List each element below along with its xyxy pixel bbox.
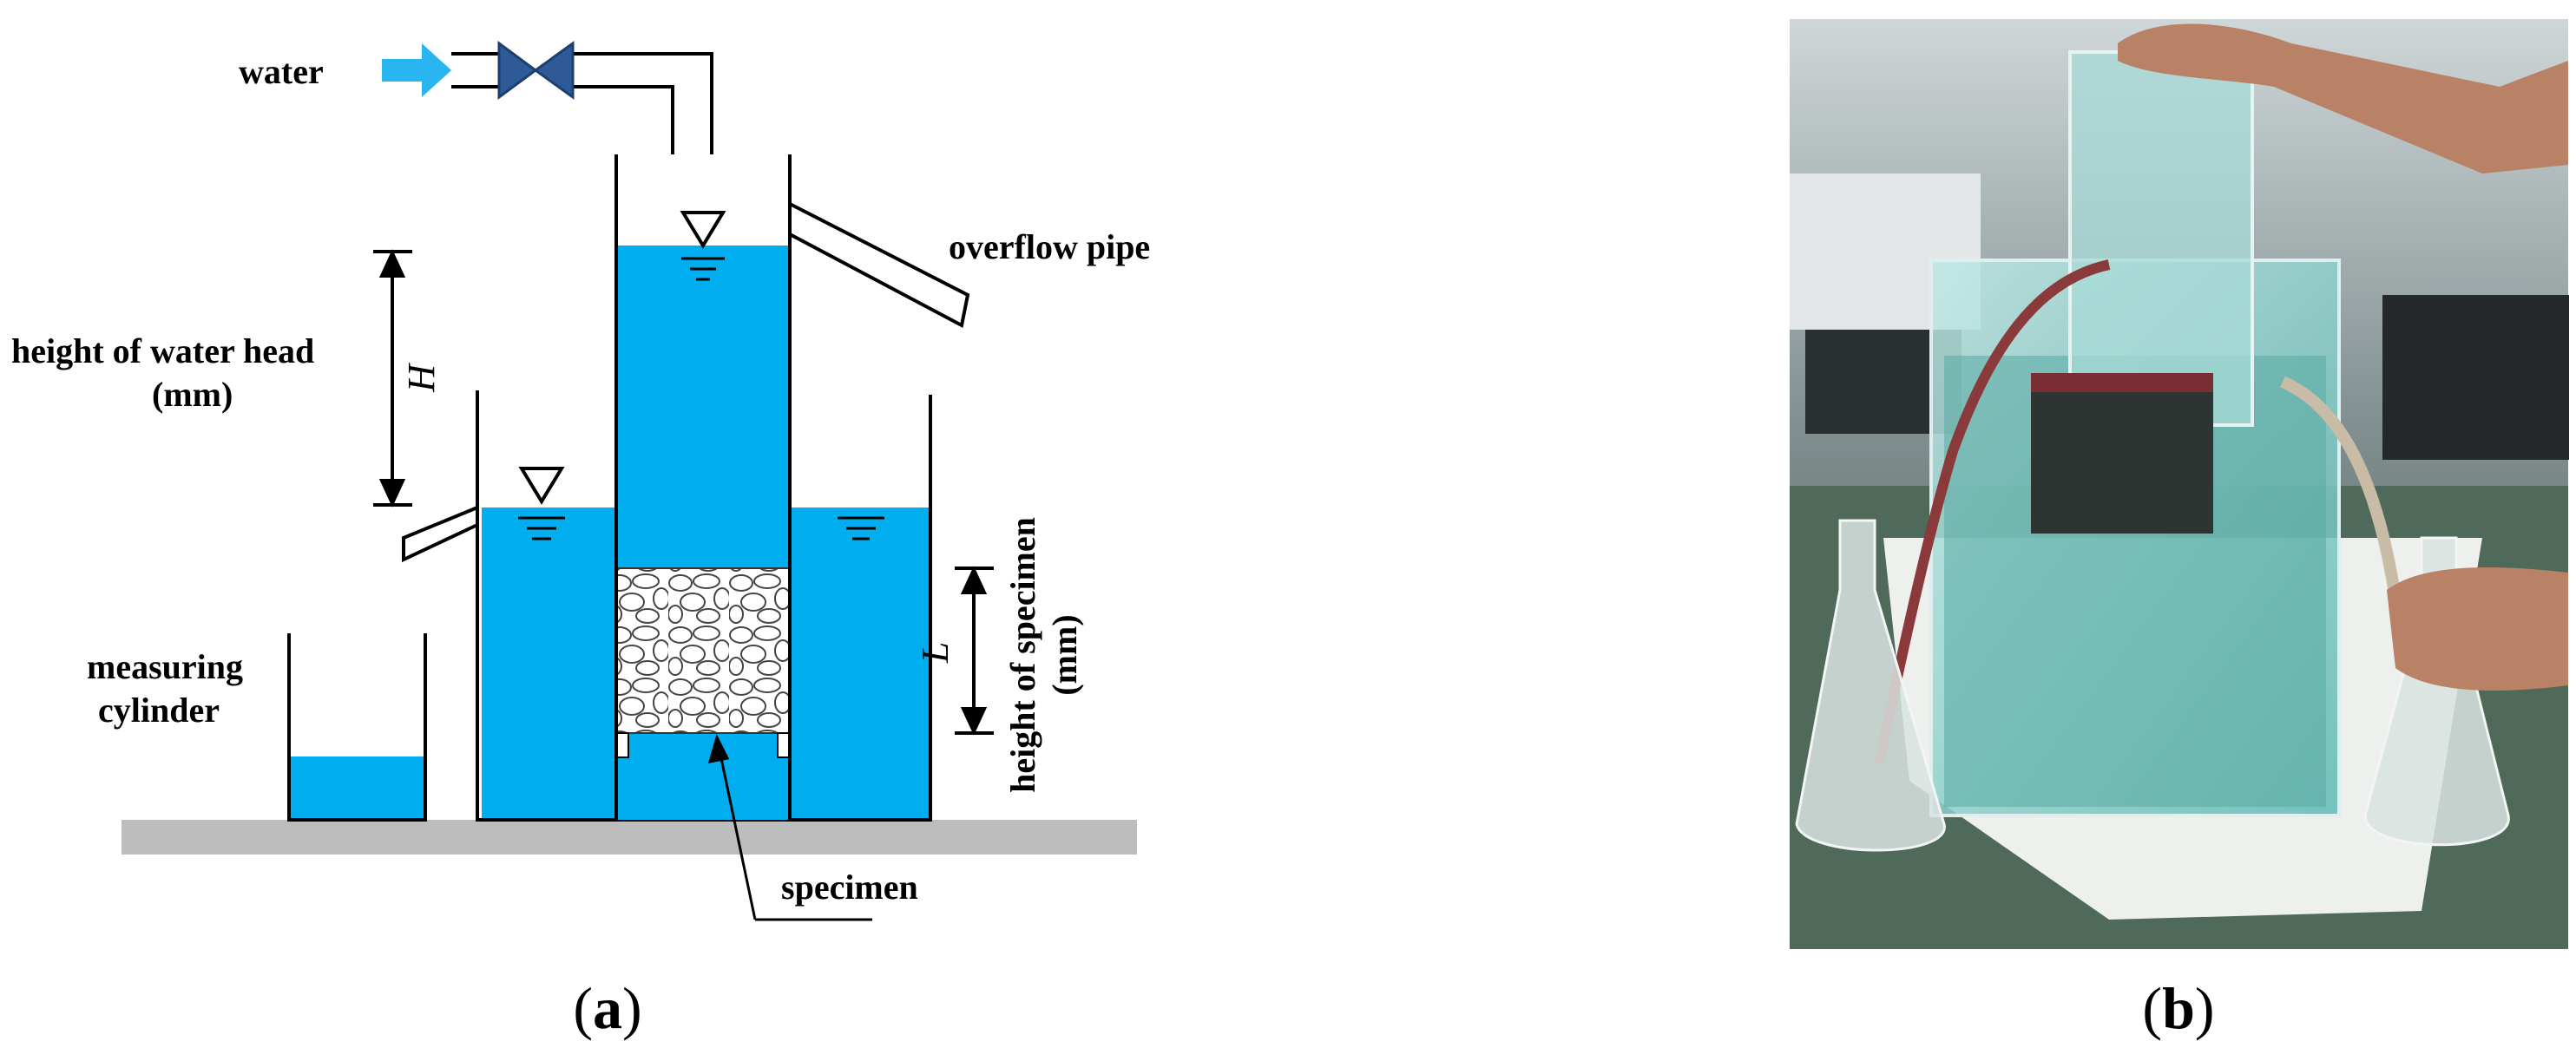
measuring-cylinder-water [289, 756, 424, 820]
overflow-pipe-label: overflow pipe [949, 227, 1150, 266]
head-height-label-line2: (mm) [152, 375, 233, 414]
head-height-label-line1: height of water head [11, 331, 314, 370]
floor-base [122, 820, 1137, 855]
head-symbol: H [400, 363, 443, 393]
water-surface-ticks [518, 257, 884, 540]
inlet-pipe [451, 52, 713, 154]
water-inlet-arrow-icon [382, 43, 451, 97]
measuring-cylinder-label-line2: cylinder [98, 691, 220, 730]
support-left [615, 732, 629, 758]
valve-icon [497, 41, 575, 100]
panel-b-photo: (b) [1790, 19, 2569, 1041]
photo-hose-right [2280, 376, 2402, 600]
photo-flask-right [2363, 536, 2510, 847]
specimen-height-label-line1: height of specimen [1003, 517, 1042, 793]
caption-b: (b) [2142, 975, 2214, 1041]
inner-column [614, 154, 792, 820]
measuring-cylinder-label-line1: measuring [87, 647, 243, 686]
specimen-height-label-line2: (mm) [1045, 614, 1084, 695]
photo-hand-top [2118, 23, 2568, 174]
inner-column-water-lower [616, 733, 790, 820]
overflow-pipe [788, 200, 970, 329]
support-right [777, 732, 791, 758]
outer-tank-water-left [482, 508, 616, 820]
outer-tank-water-right [790, 508, 929, 820]
photo-specimen-band [2031, 373, 2213, 392]
photo-hose-left [1874, 259, 2111, 765]
caption-a: (a) [573, 975, 641, 1041]
water-level-marker-icon [518, 211, 726, 505]
photo-right-crate [2382, 295, 2569, 460]
specimen-block [615, 567, 791, 734]
specimen-height-dimension [955, 566, 994, 736]
photo-hand-right [2387, 567, 2568, 691]
panel-a-schematic: water overflow pipe height of water head… [11, 41, 1150, 1041]
inner-column-water-upper [616, 246, 790, 568]
length-symbol: L [914, 642, 956, 664]
outer-overflow-spout [402, 390, 479, 563]
photo-inner-column [2068, 50, 2254, 427]
photo-specimen [2031, 373, 2213, 534]
measuring-cylinder [287, 633, 427, 822]
water-label: water [239, 52, 324, 91]
specimen-leader [707, 733, 872, 921]
specimen-label: specimen [781, 868, 918, 907]
photo-flask-left [1795, 519, 1946, 852]
head-height-dimension [373, 249, 412, 508]
